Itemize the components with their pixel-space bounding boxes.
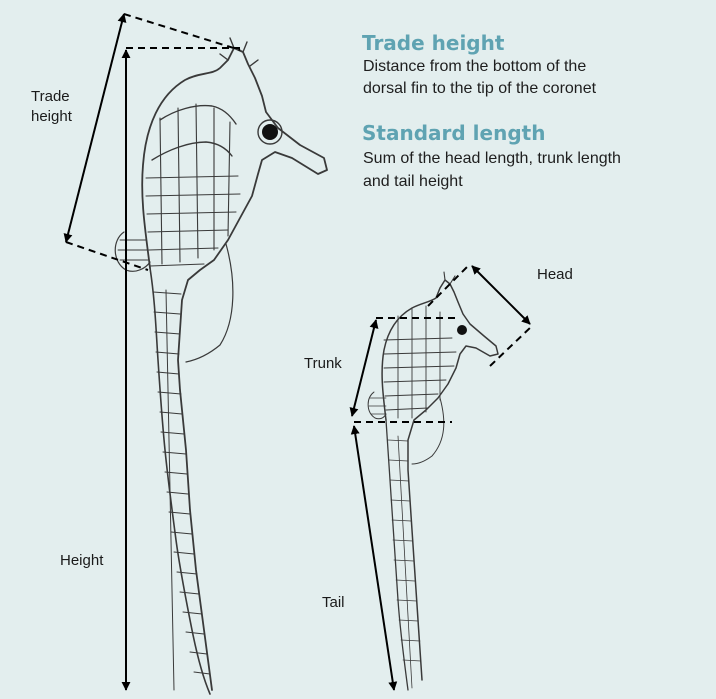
definition-text-trade-height-line1: Distance from the bottom of the	[363, 56, 586, 78]
tail-arrow	[354, 426, 394, 690]
seahorse-large-dorsal-fin	[115, 232, 150, 271]
trade-height-dash-top	[124, 14, 240, 50]
definition-title-standard-length: Standard length	[362, 121, 545, 145]
trade-height-label-line1: Trade	[31, 87, 72, 107]
head-label: Head	[537, 265, 573, 285]
trade-height-arrow	[66, 14, 124, 242]
seahorse-small-illustration	[368, 272, 498, 690]
seahorse-large-back-outline	[142, 48, 327, 690]
seahorse-large-eye	[262, 124, 278, 140]
definition-text-trade-height-line2: dorsal fin to the tip of the coronet	[363, 78, 596, 100]
height-label: Height	[60, 551, 103, 571]
tail-label: Tail	[322, 593, 345, 613]
trunk-label: Trunk	[304, 354, 342, 374]
trade-height-dash-bottom	[66, 242, 148, 270]
seahorse-small-eye	[457, 325, 467, 335]
trunk-arrow	[352, 320, 376, 416]
seahorse-large-illustration	[115, 38, 327, 694]
definition-text-standard-length-line2: and tail height	[363, 171, 463, 193]
definition-title-trade-height: Trade height	[362, 31, 504, 55]
definition-text-standard-length-line1: Sum of the head length, trunk length	[363, 148, 621, 170]
trade-height-label: Trade height	[31, 87, 72, 127]
head-arrow	[472, 266, 530, 324]
trade-height-label-line2: height	[31, 107, 72, 127]
